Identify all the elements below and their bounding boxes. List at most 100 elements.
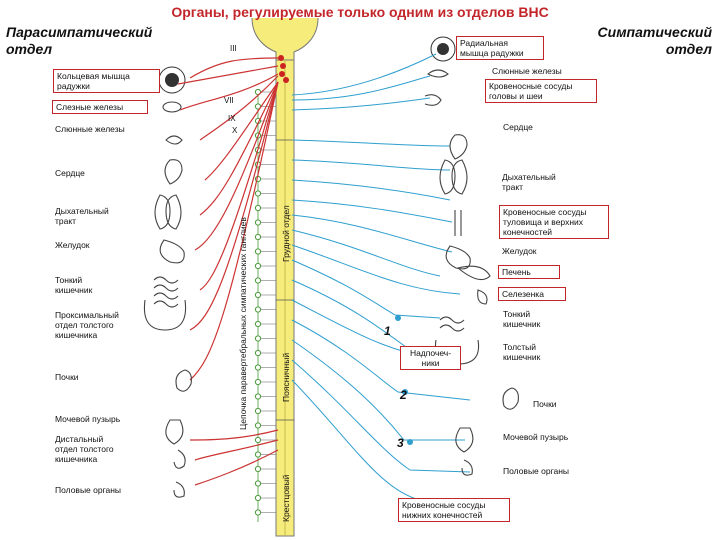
lungs-icon-left [154, 194, 182, 230]
parasympathetic-pathways [177, 57, 279, 486]
ganglion-node [254, 465, 262, 473]
trunk-vessels-icon [454, 210, 462, 236]
label-dilator-2: мышца радужки [460, 48, 524, 58]
ganglion-number-1: 1 [384, 324, 391, 338]
ganglion-node [254, 364, 262, 371]
parasympathetic-line-1: Парасимпатический [6, 24, 153, 40]
genital-icon-right [461, 459, 473, 476]
ganglion-node [254, 509, 262, 516]
sympathetic-heading: Симпатический отдел [598, 24, 712, 58]
salivary-gland-icon [165, 135, 183, 145]
label-prox-colon-2: отдел толстого [55, 320, 114, 330]
ganglion-node [254, 320, 262, 328]
ganglion-node [254, 349, 262, 357]
label-salivary-right: Слюнные железы [492, 66, 562, 76]
heart-icon-right [449, 134, 468, 160]
kidney-icon-left [175, 369, 192, 392]
label-head-vessels-1: Кровеносные сосуды [489, 81, 573, 91]
label-resp-left: Дыхательный тракт [55, 206, 109, 226]
label-heart-right: Сердце [503, 122, 533, 132]
label-resp-right: Дыхательный тракт [502, 172, 556, 192]
ganglion-node [254, 291, 262, 299]
ganglion-node [254, 451, 262, 458]
prevertebral-ganglia [395, 315, 413, 445]
sympathetic-pathways [291, 53, 471, 501]
stomach-icon-left [159, 239, 185, 264]
eye-left [158, 66, 186, 94]
ganglion-node [254, 190, 262, 197]
label-head-vessels-2: головы и шеи [489, 91, 543, 101]
ganglion-node [254, 335, 262, 342]
label-adrenal: Надпочеч- ники [400, 346, 461, 370]
label-thoracic: Грудной отдел [281, 205, 291, 262]
ganglion-number-2: 2 [400, 388, 407, 402]
organs-right [424, 69, 519, 476]
label-trunk-vessels-2: туловища и верхних [503, 217, 584, 227]
label-stomach-left: Желудок [55, 240, 90, 250]
small-intestine-icon-right [439, 316, 465, 332]
cranial-nerve-x: X [232, 126, 238, 135]
sympathetic-line-2: отдел [665, 41, 712, 57]
genital-icon-left [173, 481, 185, 498]
colon-icon-left [143, 299, 187, 331]
label-prox-colon: Проксимальный отдел толстого кишечника [55, 310, 119, 340]
spleen-icon [477, 289, 488, 305]
label-resp-left-2: тракт [55, 216, 77, 226]
ganglion-number-3: 3 [397, 436, 404, 450]
ganglion-node [254, 494, 262, 502]
ganglion-node [254, 248, 262, 255]
label-lacrimal-glands: Слезные железы [52, 100, 148, 114]
sympathetic-ganglion-chain [254, 88, 276, 522]
kidney-icon-right [502, 387, 519, 410]
organs-left [143, 101, 192, 498]
label-kidneys-right: Почки [533, 399, 557, 409]
label-resp-left-1: Дыхательный [55, 206, 109, 216]
label-ganglion-chain: Цепочка паравертебральных симпатических … [238, 217, 248, 430]
label-salivary-left: Слюнные железы [55, 124, 125, 134]
ganglion-node [254, 480, 262, 487]
bladder-icon-left [165, 419, 184, 445]
label-lower-vessels-1: Кровеносные сосуды [402, 500, 486, 510]
distal-colon-icon-left [173, 449, 186, 469]
ganglion-node [254, 277, 262, 284]
ganglion-node [254, 422, 262, 429]
bladder-icon-right [455, 427, 474, 453]
label-resp-right-1: Дыхательный [502, 172, 556, 182]
parasympathetic-heading: Парасимпатический отдел [6, 24, 152, 58]
head-vessels-icon [424, 94, 442, 106]
label-ciliary-muscle-1: Кольцевая мышца [57, 71, 130, 81]
ganglion-node [254, 219, 262, 226]
label-genitals-right: Половые органы [503, 466, 570, 476]
liver-icon [456, 265, 491, 281]
ganglion-node [254, 407, 262, 415]
cranial-nerve-vii: VII [224, 96, 234, 105]
label-kidneys-left: Почки [55, 372, 79, 382]
spinal-cord [251, 17, 319, 537]
ganglion-node [254, 393, 262, 400]
label-heart-left: Сердце [55, 168, 85, 178]
label-spleen: Селезенка [498, 287, 566, 301]
label-dist-colon-2: отдел толстого [55, 444, 114, 454]
stomach-icon-right [445, 245, 471, 270]
label-liver: Печень [498, 265, 560, 279]
small-intestine-icon-left [153, 276, 179, 308]
label-dist-colon-1: Дистальный [55, 434, 104, 444]
label-bladder-right: Мочевой пузырь [503, 432, 569, 442]
heart-icon-left [164, 159, 183, 185]
label-prox-colon-3: кишечника [55, 330, 98, 340]
label-small-int-left: Тонкий кишечник [55, 275, 92, 295]
label-trunk-vessels: Кровеносные сосуды туловища и верхних ко… [499, 205, 609, 239]
label-trunk-vessels-1: Кровеносные сосуды [503, 207, 587, 217]
label-large-int: Толстый кишечник [503, 342, 540, 362]
ganglion-node [254, 262, 262, 270]
ganglion-node [254, 233, 262, 241]
label-lower-vessels-2: нижних конечностей [402, 510, 483, 520]
ganglion-node [254, 378, 262, 386]
label-ciliary-muscle-2: радужки [57, 81, 90, 91]
label-resp-right-2: тракт [502, 182, 524, 192]
label-stomach-right: Желудок [502, 246, 537, 256]
label-sacral: Крестцовый [281, 474, 291, 522]
label-small-int-right-1: Тонкий [503, 309, 531, 319]
parasympathetic-line-2: отдел [6, 41, 53, 57]
